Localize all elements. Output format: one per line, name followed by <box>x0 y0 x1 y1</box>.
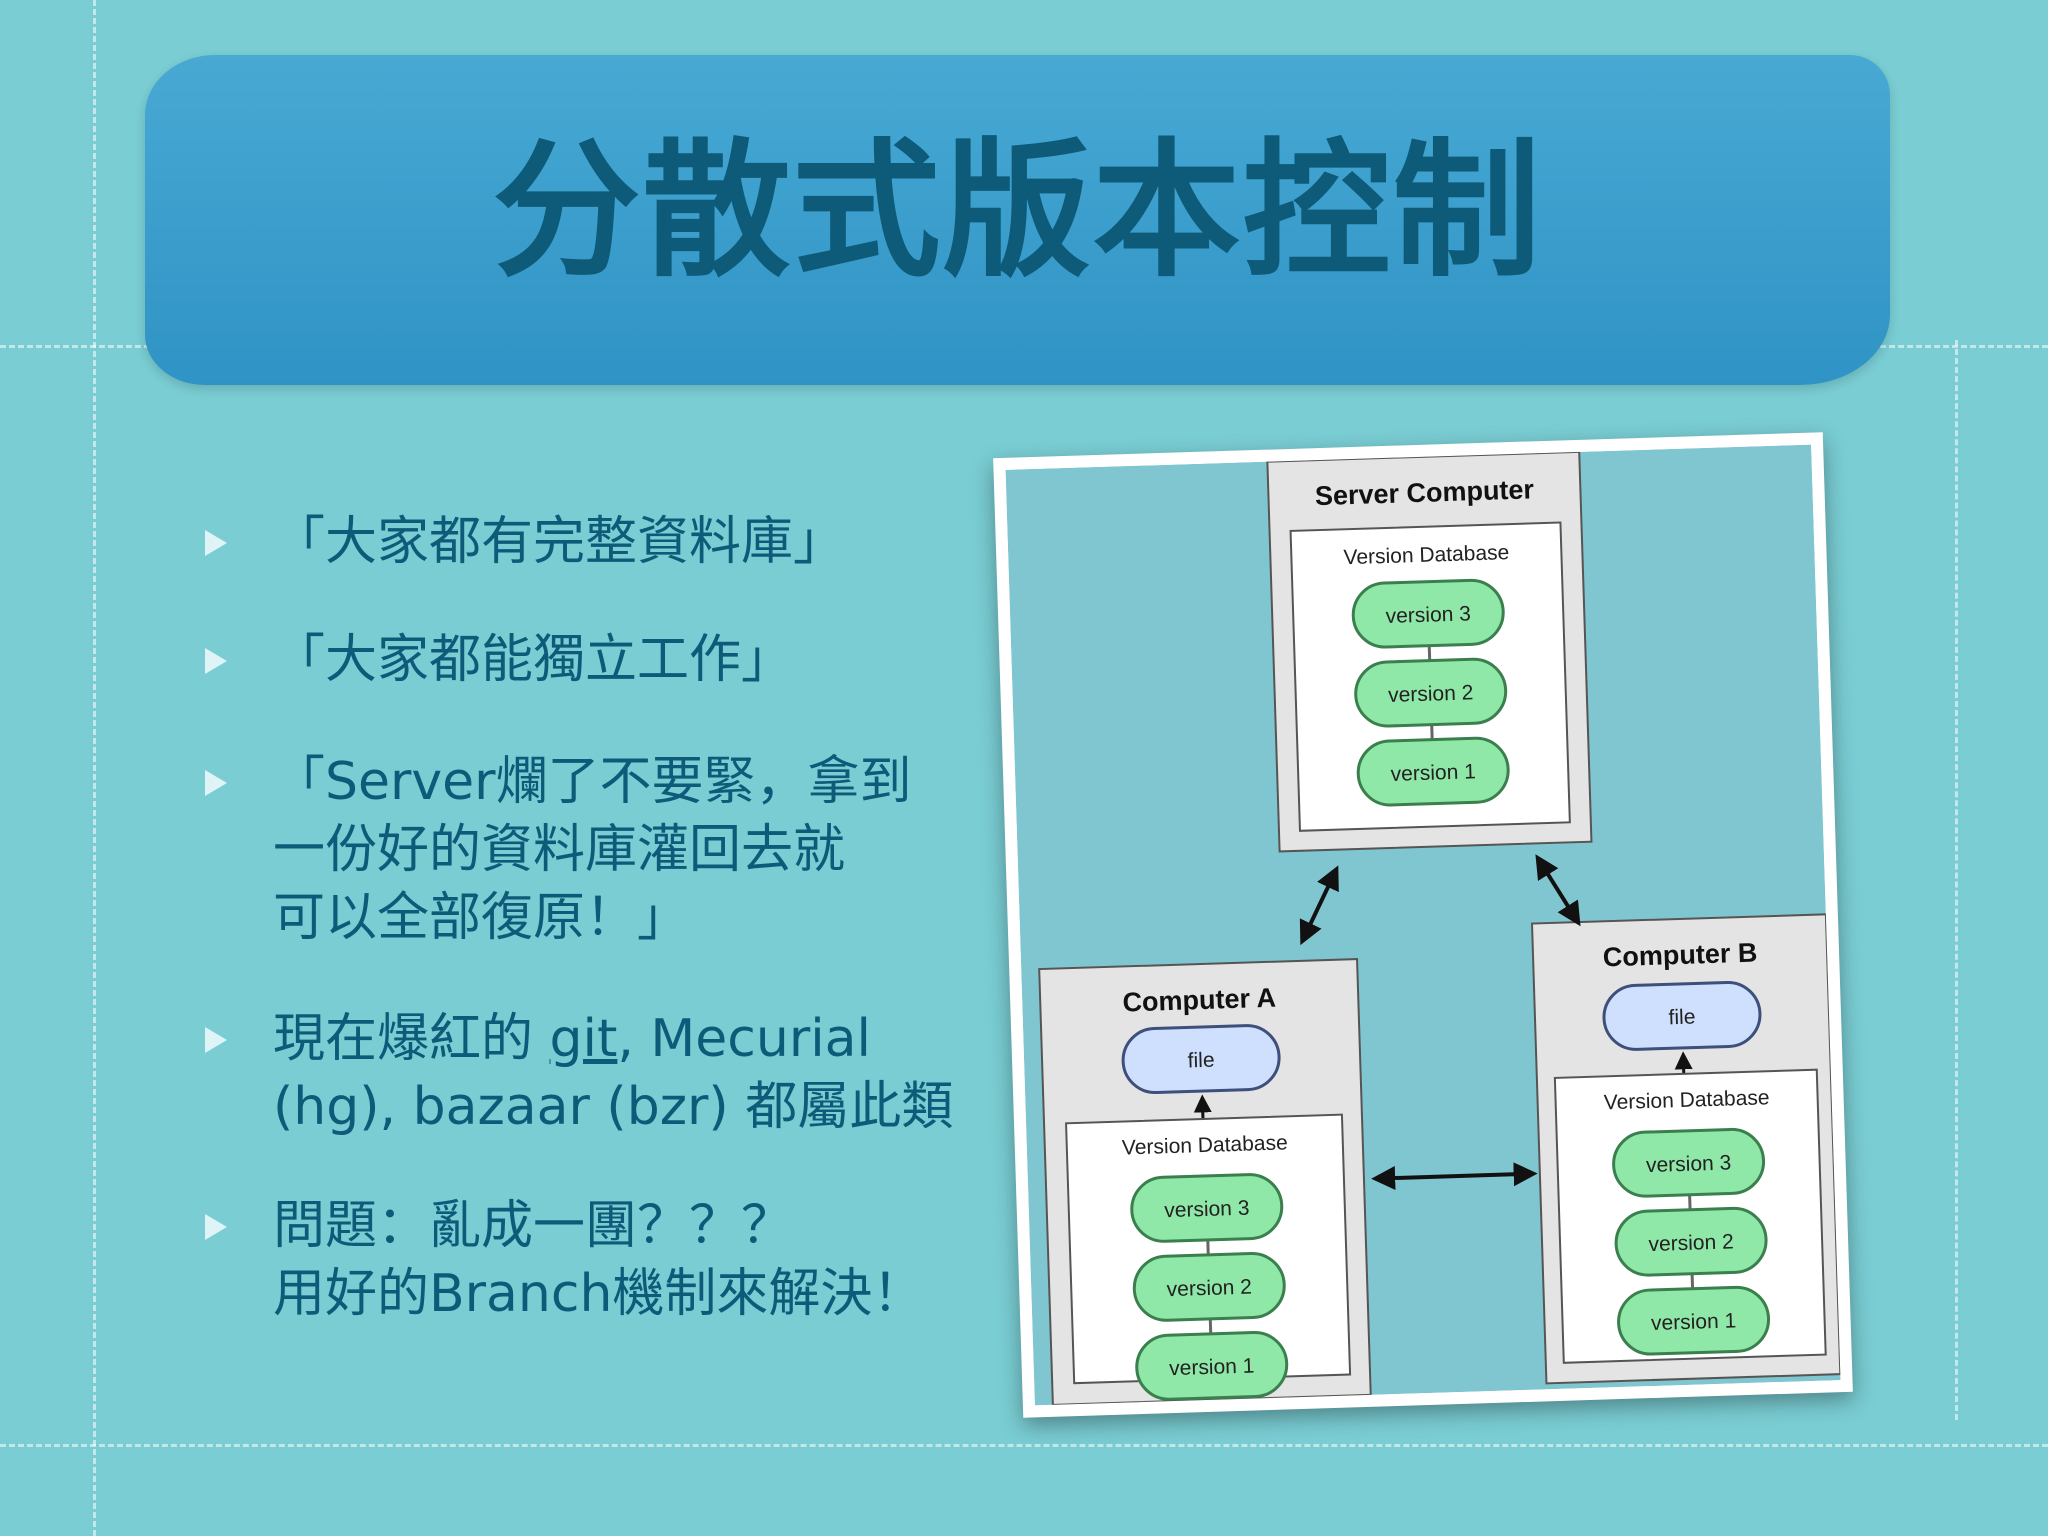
computer-b-file-node <box>1602 980 1762 1051</box>
version-node <box>1354 657 1508 728</box>
server-version-list: version 3 version 2 version 1 <box>1351 578 1510 807</box>
version-label: version 3 <box>1164 1197 1250 1223</box>
version-label: version 2 <box>1648 1230 1734 1256</box>
server-to-b-sync-arrow <box>1535 854 1581 927</box>
computer-b-title: Computer B <box>1602 938 1757 973</box>
computer-a-version-list: version 3 version 2 version 1 <box>1130 1173 1289 1401</box>
bullet-item: 現在爆紅的 git, Mecurial (hg), bazaar (bzr) 都… <box>205 1005 995 1145</box>
stitch-bottom <box>0 1444 2048 1447</box>
computer-a-file-node <box>1121 1024 1281 1094</box>
bullet-item: 「Server爛了不要緊，拿到 一份好的資料庫灌回去就 可以全部復原！」 <box>205 748 995 958</box>
computer-b-db-label: Version Database <box>1603 1086 1769 1114</box>
triangle-bullet-icon <box>205 770 227 796</box>
distributed-vcs-diagram: Server Computer Version Database version… <box>993 432 1853 1418</box>
version-label: version 3 <box>1646 1151 1732 1177</box>
computer-b-file-label: file <box>1668 1005 1696 1029</box>
version-node <box>1612 1127 1766 1198</box>
server-to-a-sync-arrow <box>1299 865 1339 946</box>
computer-a-title: Computer A <box>1122 983 1276 1018</box>
version-node <box>1132 1252 1286 1322</box>
bullet-item: 「大家都能獨立工作」 <box>205 626 995 696</box>
bullet-text: 現在爆紅的 git, Mecurial (hg), bazaar (bzr) 都… <box>273 1009 954 1137</box>
computer-b-version-list: version 3 version 2 version 1 <box>1612 1127 1771 1356</box>
bullet-item: 「大家都有完整資料庫」 <box>205 508 995 578</box>
bullet-item: 問題：亂成一團？？？ 用好的Branch機制來解決！ <box>205 1192 995 1332</box>
version-node <box>1617 1285 1771 1356</box>
computer-a-db-label: Version Database <box>1122 1131 1288 1159</box>
bullet-text: 問題：亂成一團？？？ 用好的Branch機制來解決！ <box>273 1196 925 1324</box>
server-db-label: Version Database <box>1343 541 1509 569</box>
bullet-text: 「大家都有完整資料庫」 <box>273 512 846 572</box>
triangle-bullet-icon <box>205 648 227 674</box>
bullet-text: 「大家都能獨立工作」 <box>273 630 794 690</box>
a-to-b-sync-arrow <box>1371 1162 1538 1190</box>
version-node <box>1356 736 1510 807</box>
computer-b-checkout-arrow <box>1674 1051 1693 1074</box>
computer-a-checkout-arrow <box>1193 1094 1212 1120</box>
version-label: version 1 <box>1651 1309 1737 1335</box>
version-node <box>1135 1331 1289 1401</box>
version-node <box>1614 1206 1768 1277</box>
version-node <box>1351 578 1505 649</box>
version-label: version 2 <box>1388 681 1474 707</box>
stitch-left <box>93 0 96 1536</box>
computer-a-file-label: file <box>1187 1049 1215 1073</box>
version-label: version 2 <box>1166 1276 1252 1302</box>
triangle-bullet-icon <box>205 530 227 556</box>
bullet-text: 「Server爛了不要緊，拿到 一份好的資料庫灌回去就 可以全部復原！」 <box>273 752 912 948</box>
diagram-svg: Server Computer Version Database version… <box>1005 444 1841 1406</box>
triangle-bullet-icon <box>205 1214 227 1240</box>
triangle-bullet-icon <box>205 1027 227 1053</box>
version-label: version 3 <box>1385 602 1471 628</box>
title-banner <box>145 55 1890 385</box>
slide-title: 分散式版本控制 <box>492 125 1543 297</box>
version-label: version 1 <box>1390 760 1476 786</box>
server-title: Server Computer <box>1314 474 1534 511</box>
version-node <box>1130 1173 1284 1243</box>
stitch-right <box>1955 340 1958 1420</box>
version-label: version 1 <box>1169 1355 1255 1381</box>
